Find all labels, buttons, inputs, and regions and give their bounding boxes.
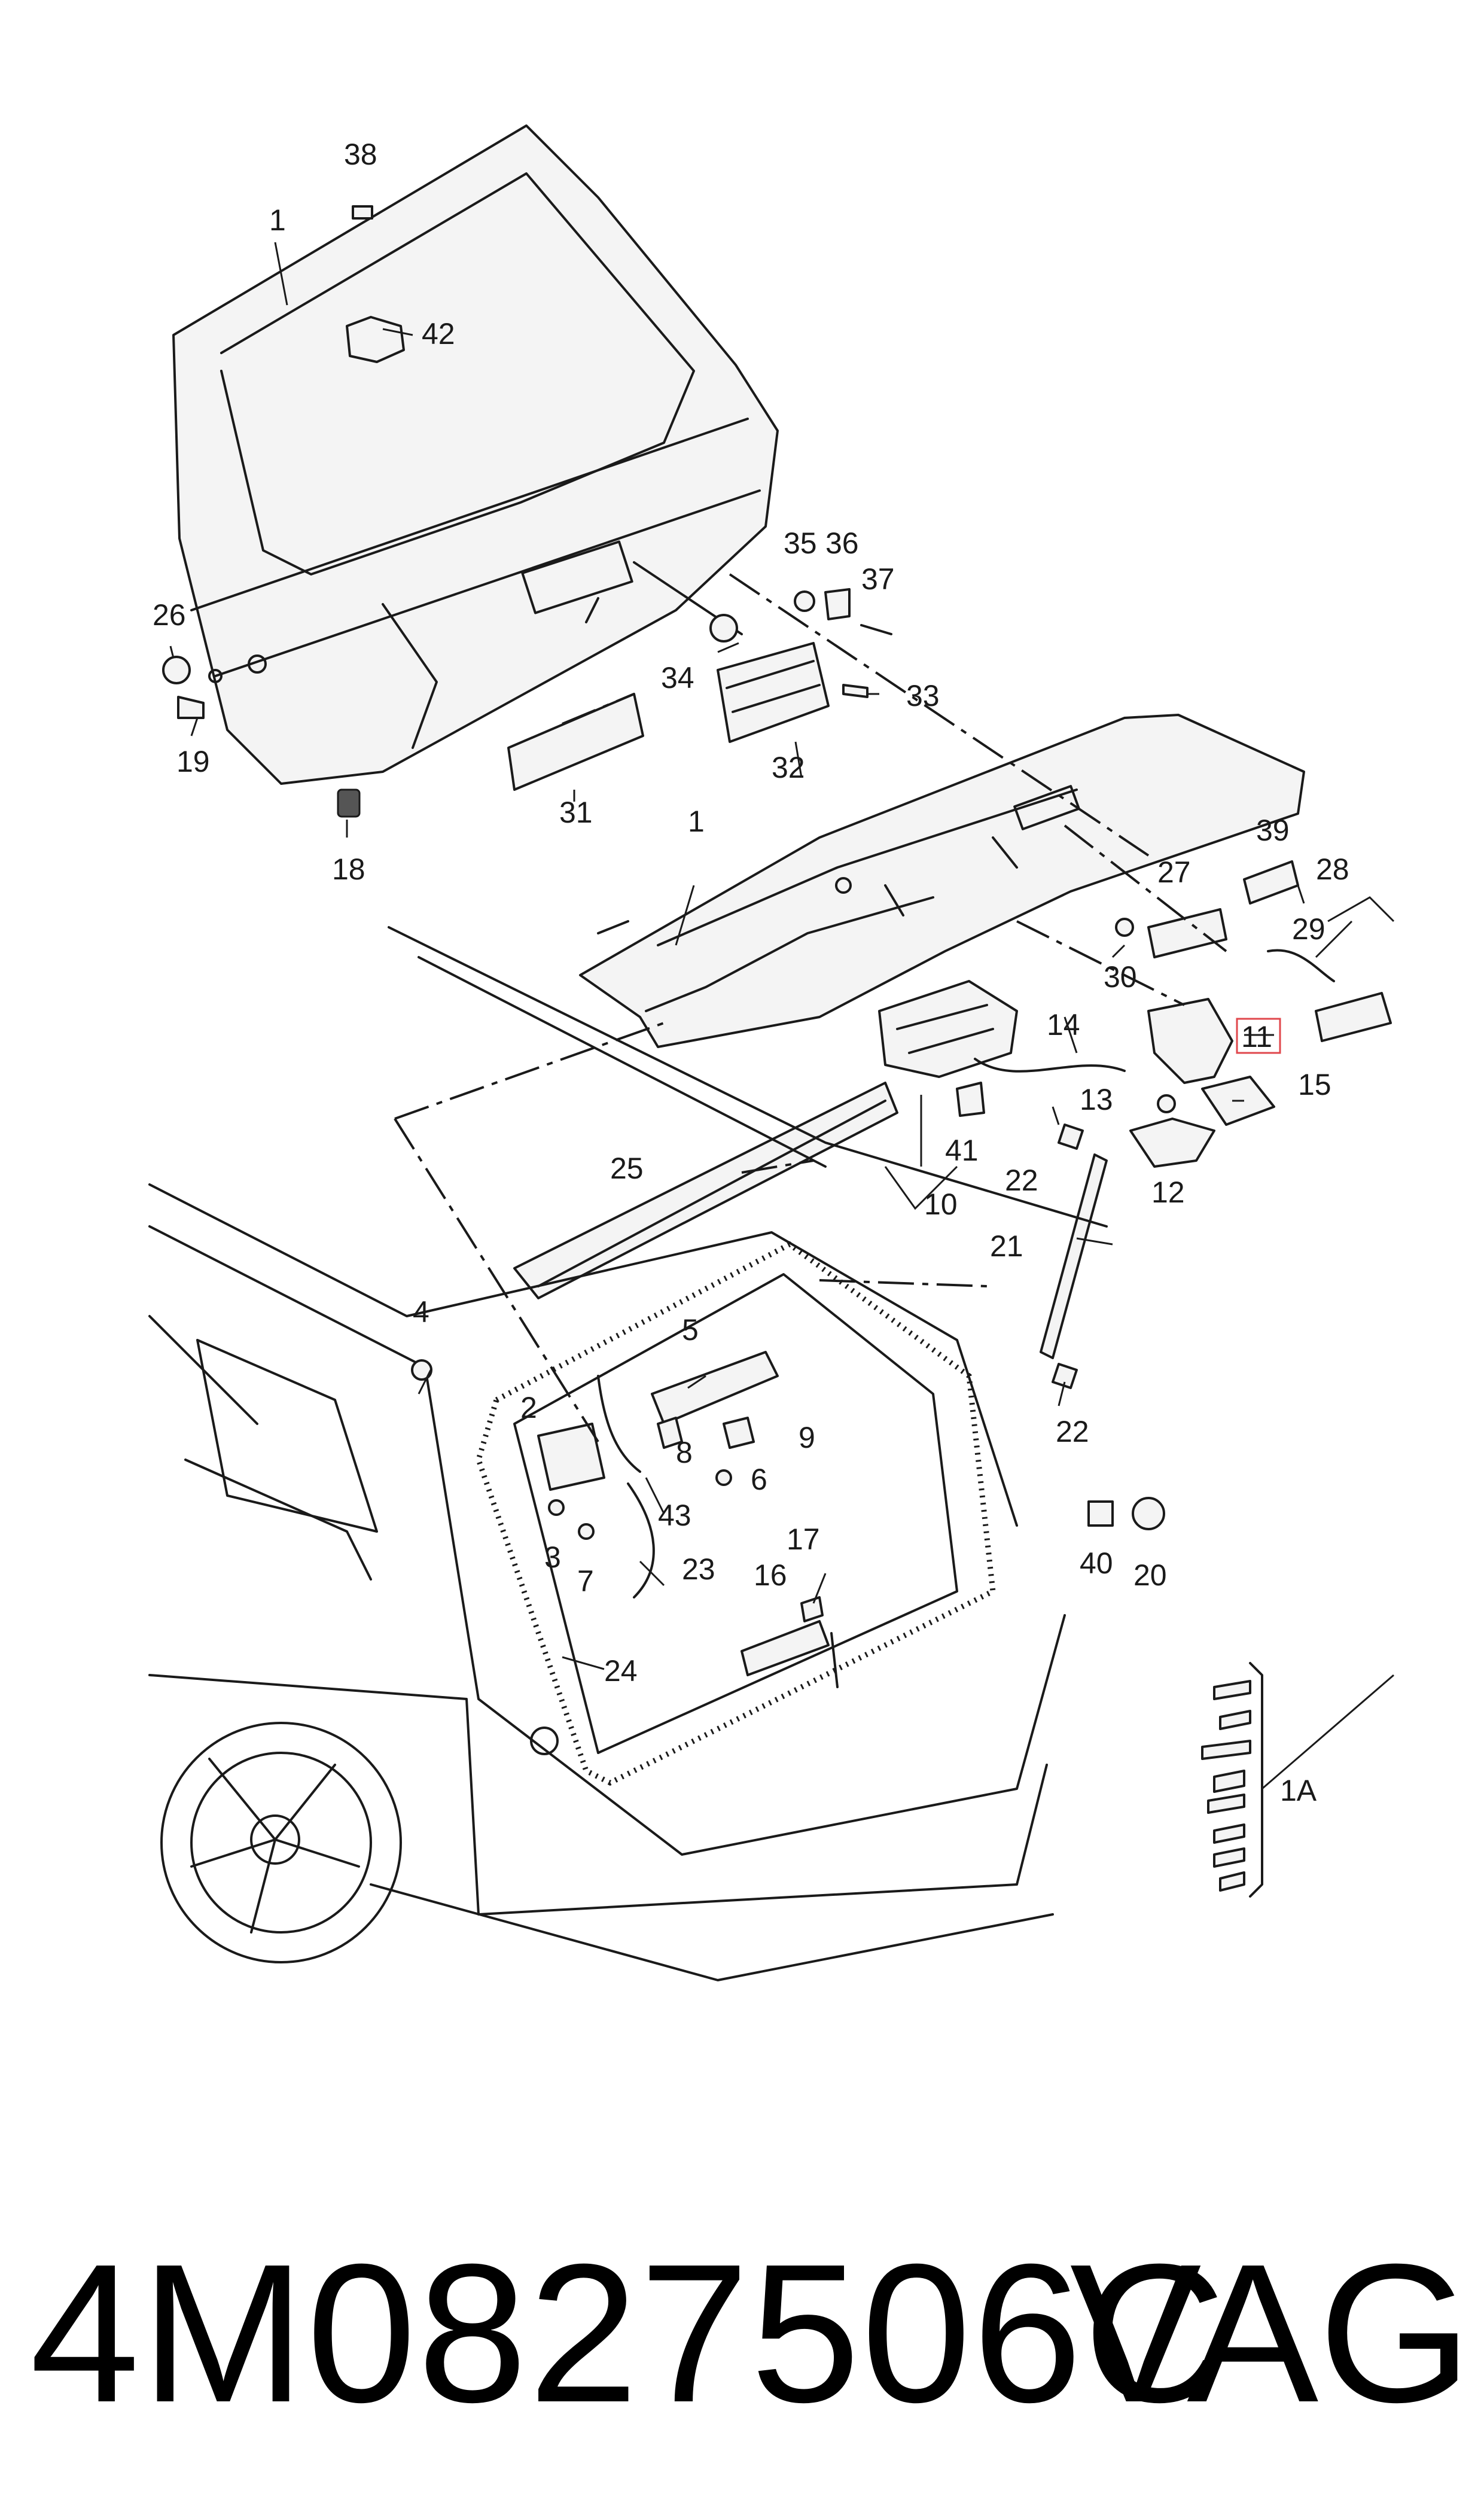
ball-stud-22-top [1058,1123,1084,1150]
striker-16 [741,1620,830,1676]
callout-1-middle: 1 [688,805,705,838]
callout-39: 39 [1256,814,1290,847]
tailgate-interior-view [579,714,1305,1048]
callout-43: 43 [658,1499,691,1532]
door-seal-24 [476,1241,996,1786]
light-39 [1243,860,1299,905]
bolt-19 [177,696,205,719]
callout-16: 16 [754,1558,787,1592]
washer-35 [794,590,815,612]
callout-12: 12 [1151,1176,1185,1209]
trim-strip-25 [513,1082,898,1299]
callout-22-upper: 22 [1005,1164,1038,1197]
bracket-8 [657,1417,683,1449]
ball-stud-22-bottom [1052,1363,1078,1389]
cable-14 [974,1058,1126,1073]
connector-41 [956,1082,985,1117]
lock-bracket-42 [346,316,405,363]
screw-30 [1115,918,1134,937]
callout-9: 9 [799,1421,815,1454]
callout-42: 42 [422,317,455,351]
fastener-set-1A [1201,1662,1263,1898]
callout-labels: 1 1 1A 2 3 4 5 6 7 8 9 10 11 12 13 14 15… [153,138,1349,1807]
callout-19: 19 [176,745,210,778]
callout-28: 28 [1316,852,1349,886]
callout-37: 37 [861,562,895,596]
screw-37 [860,624,892,635]
gas-strut-21 [1040,1153,1108,1359]
bolt-3 [548,1499,565,1516]
callout-36: 36 [825,526,859,560]
callout-1-top: 1 [269,203,286,237]
callout-17: 17 [787,1523,820,1556]
actuator-5 [651,1351,779,1425]
nut-13 [1157,1094,1176,1113]
callout-7: 7 [577,1564,594,1598]
exploded-parts-diagram: 1 1 1A 2 3 4 5 6 7 8 9 10 11 12 13 14 15… [148,124,1395,1981]
leader-lines [169,242,1395,1790]
grommet-34 [709,614,738,643]
callout-13: 13 [1080,1083,1113,1116]
callout-6: 6 [751,1463,767,1496]
callout-29: 29 [1292,912,1325,946]
callout-15: 15 [1298,1068,1331,1101]
clip-36 [824,588,851,620]
hinge-arm-43 [597,1375,641,1473]
callout-40: 40 [1080,1546,1113,1580]
bolt-6 [715,1469,732,1486]
callout-10: 10 [924,1188,958,1221]
callout-32: 32 [772,751,805,784]
light-28 [1315,992,1392,1042]
hinge-2 [537,1423,605,1491]
callout-23: 23 [682,1552,715,1586]
screw-33 [842,684,869,698]
vehicle-rear-body [148,926,1165,1981]
brand-label: VAG [1069,2222,1472,2443]
callout-33: 33 [906,679,940,713]
license-plate-bracket-32 [717,642,830,743]
lock-11 [1147,998,1233,1084]
callout-3: 3 [544,1540,561,1574]
switch-27 [1147,908,1227,958]
callout-22-lower: 22 [1056,1415,1089,1448]
callout-1A: 1A [1280,1774,1317,1807]
callout-21: 21 [990,1229,1023,1263]
striker-12 [1129,1118,1215,1168]
harness-29 [1267,949,1335,982]
callout-20: 20 [1133,1558,1167,1592]
bolt-7 [578,1523,595,1540]
callout-27: 27 [1157,855,1191,889]
callout-30: 30 [1104,960,1137,994]
cover-31 [507,693,644,791]
callout-26: 26 [153,598,186,632]
clip-17 [800,1596,824,1622]
callout-38: 38 [344,138,377,171]
buffer-26 [162,656,191,684]
callout-11-highlight [1236,1018,1281,1054]
strap-23 [627,1482,655,1599]
clip-38 [352,205,373,220]
callout-8: 8 [676,1436,693,1469]
tailgate-rear-view [171,124,779,785]
callout-4: 4 [413,1295,429,1329]
callout-24: 24 [604,1654,638,1688]
assembly-lines [394,573,1227,1443]
callout-35: 35 [784,526,817,560]
rubber-stop-18 [337,788,361,818]
bracket-9 [723,1417,755,1449]
callout-5: 5 [682,1313,699,1347]
bolt-40 [1087,1500,1114,1527]
callout-25: 25 [610,1152,644,1185]
footer: 4M0827506C VAG [0,2208,1484,2459]
callout-11: 11 [1241,1020,1272,1054]
callout-2: 2 [520,1391,537,1424]
callout-34: 34 [661,661,694,695]
callout-14: 14 [1047,1008,1080,1042]
callout-18: 18 [332,852,365,886]
nut-4 [411,1359,432,1381]
buffer-20 [1132,1497,1165,1530]
part-number: 4M0827506C [30,2222,1227,2443]
callout-31: 31 [559,796,593,829]
callout-41: 41 [945,1134,979,1167]
